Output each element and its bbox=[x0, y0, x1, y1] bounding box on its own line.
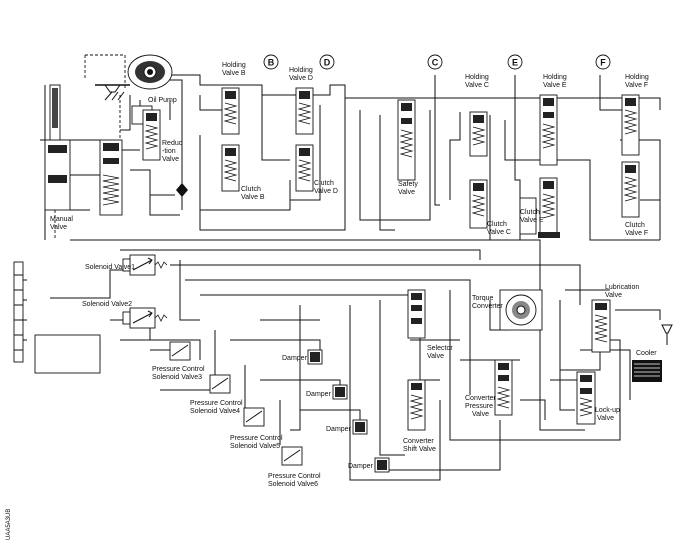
side-code: UAA5A3UB bbox=[6, 509, 12, 540]
label-oil-pump: Oil Pump bbox=[148, 97, 177, 104]
cooler bbox=[632, 324, 673, 382]
label-manual-valve: Manual Valve bbox=[50, 216, 75, 231]
label-damper-4: Damper bbox=[348, 463, 374, 470]
marker-d: D bbox=[324, 58, 331, 68]
label-holding-valve-f: Holding Valve F bbox=[625, 74, 651, 89]
label-clutch-valve-b: Clutch Valve B bbox=[241, 186, 265, 201]
label-damper-3: Damper bbox=[326, 426, 352, 433]
label-clutch-valve-c: Clutch Valve C bbox=[487, 221, 511, 236]
circle-markers: B D C E F bbox=[263, 54, 611, 70]
label-holding-valve-d: Holding Valve D bbox=[289, 67, 315, 82]
label-pcsv5: Pressure Control Solenoid Valve5 bbox=[230, 435, 284, 450]
marker-c: C bbox=[432, 58, 439, 68]
dampers bbox=[307, 349, 390, 473]
accumulator bbox=[519, 197, 537, 235]
check-valve-diamond bbox=[176, 183, 188, 197]
label-torque-converter: Torque Converter bbox=[472, 295, 503, 310]
label-holding-valve-b: Holding Valve B bbox=[222, 62, 248, 77]
oil-pump bbox=[104, 54, 173, 101]
label-damper-2: Damper bbox=[306, 391, 332, 398]
label-pcsv6: Pressure Control Solenoid Valve6 bbox=[268, 473, 322, 488]
strainer bbox=[13, 261, 27, 363]
marker-f: F bbox=[600, 58, 606, 68]
label-safety-valve: Safety Valve bbox=[398, 181, 420, 196]
label-clutch-valve-e: Clutch Valve E bbox=[520, 209, 544, 224]
label-converter-shift-valve: Converter Shift Valve bbox=[403, 438, 436, 453]
marker-e: E bbox=[512, 58, 518, 68]
label-lubrication-valve: Lubrication Valve bbox=[605, 284, 641, 299]
label-pcsv4: Pressure Control Solenoid Valve4 bbox=[190, 400, 244, 415]
label-holding-valve-c: Holding Valve C bbox=[465, 74, 491, 89]
label-damper-1: Damper bbox=[282, 355, 308, 362]
pressure-control-solenoid-valves bbox=[169, 341, 303, 466]
label-clutch-valve-f: Clutch Valve F bbox=[625, 222, 648, 237]
hydraulic-lines bbox=[40, 74, 661, 481]
label-holding-valve-e: Holding Valve E bbox=[543, 74, 569, 89]
torque-converter bbox=[499, 289, 543, 331]
label-converter-pressure-valve: Converter Pressure Valve bbox=[465, 395, 498, 418]
label-cooler: Cooler bbox=[636, 350, 657, 357]
component-labels: Holding Valve B Holding Valve D Holding … bbox=[50, 62, 657, 488]
label-clutch-valve-d: Clutch Valve D bbox=[314, 180, 338, 195]
label-solenoid-valve-2: Solenoid Valve2 bbox=[82, 301, 132, 308]
label-solenoid-valve-1: Solenoid Valve1 bbox=[85, 264, 135, 271]
control-unit-box bbox=[34, 334, 101, 374]
label-selector-valve: Selector Valve bbox=[427, 345, 455, 360]
marker-b: B bbox=[268, 58, 275, 68]
label-reduction-valve: Reduc -tion Valve bbox=[162, 140, 184, 163]
label-pcsv3: Pressure Control Solenoid Valve3 bbox=[152, 366, 206, 381]
valves bbox=[44, 84, 640, 431]
label-lockup-valve: Lock-up Valve bbox=[595, 407, 622, 422]
solenoid-valves bbox=[122, 254, 168, 329]
